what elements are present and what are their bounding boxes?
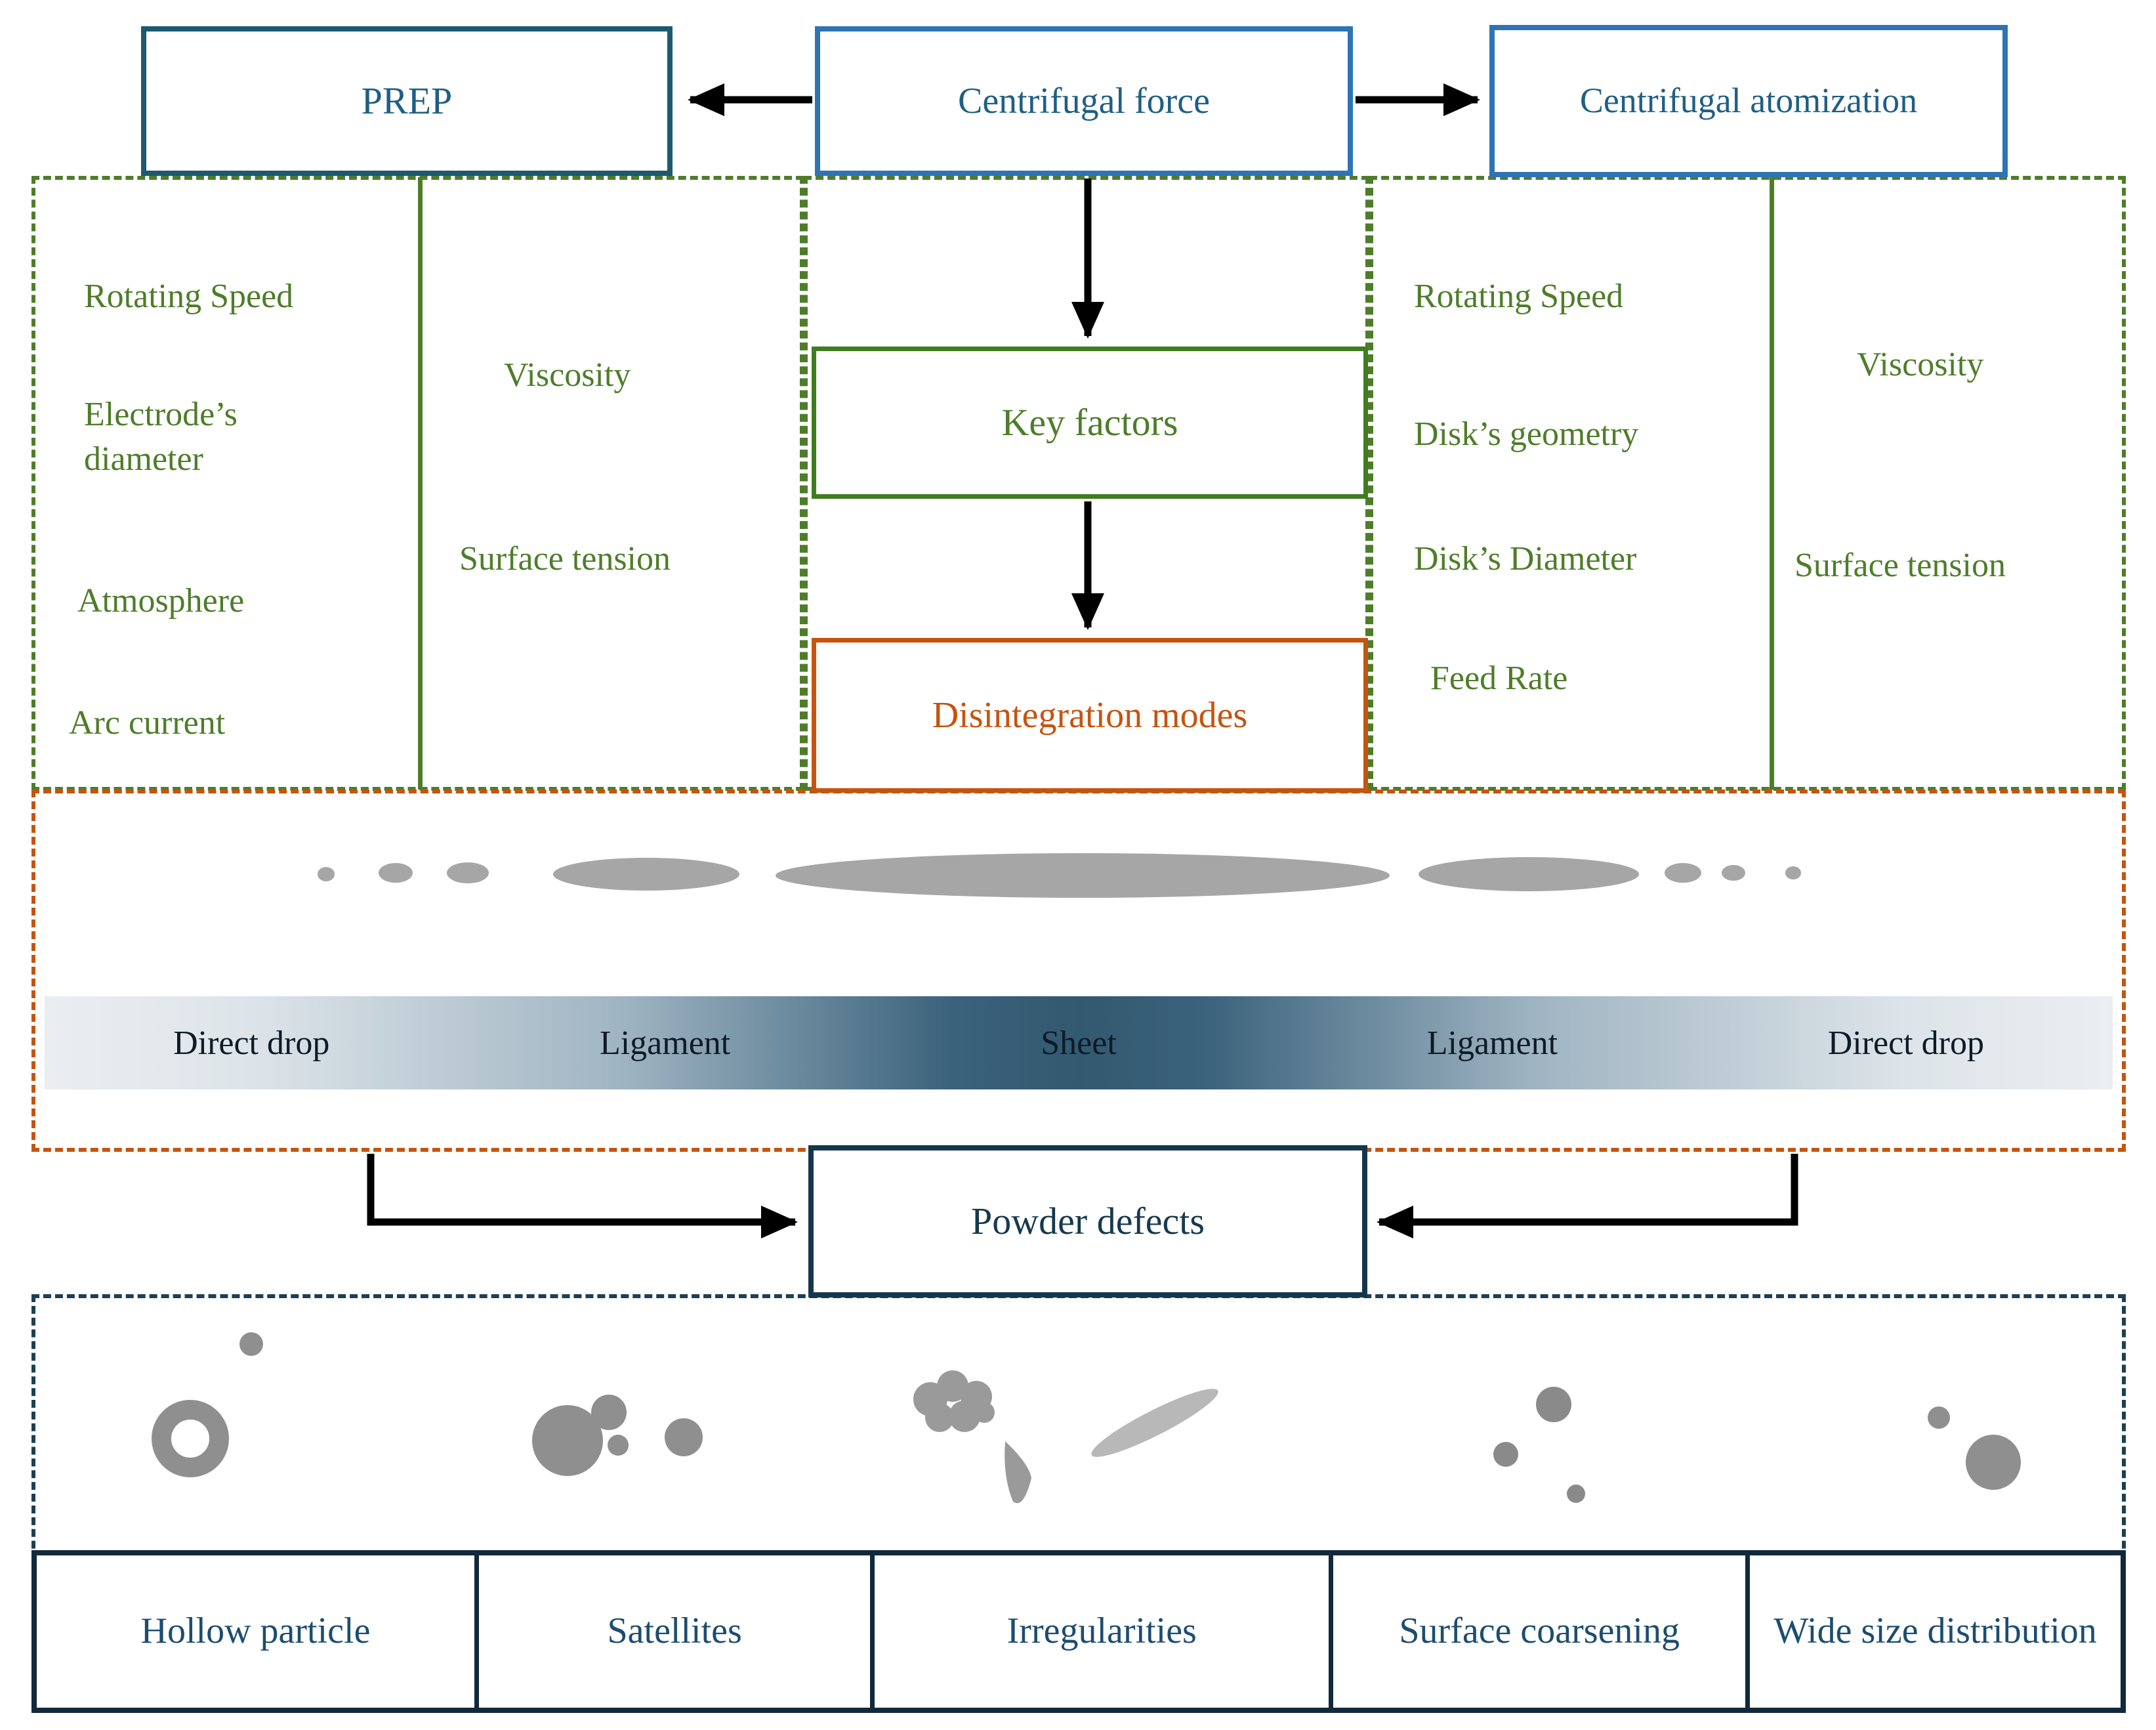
atomization-factors-divider-line [1770,177,1774,790]
factor-surface-tension-atomization: Surface tension [1794,547,2006,584]
mode-label-direct-drop-right: Direct drop [1827,1024,1984,1062]
prep-label: PREP [361,79,453,122]
factor-viscosity-prep: Viscosity [504,356,631,394]
disintegration-mode-bar: Direct drop Ligament Sheet Ligament Dire… [45,996,2113,1089]
key-factors-box: Key factors [812,347,1368,499]
defect-table: Hollow particle Satellites Irregularitie… [31,1550,2126,1713]
factor-feed-rate: Feed Rate [1430,660,1568,697]
factor-arc-current: Arc current [69,704,226,742]
factor-electrode-diameter: Electrode’s diameter [84,396,238,478]
centrifugal-force-label: Centrifugal force [957,81,1211,121]
factor-surface-tension-prep: Surface tension [459,540,671,578]
arrow-right-to-powder-defects [1377,1154,1798,1238]
prep-factors-frame [31,176,804,791]
prep-box: PREP [141,26,673,176]
mode-label-ligament-right: Ligament [1426,1024,1558,1062]
defect-cell-surface-coarsening: Surface coarsening [1329,1555,1745,1708]
defect-cell-hollow-particle: Hollow particle [140,1611,371,1652]
prep-factors-divider-line [418,177,423,790]
disintegration-modes-box: Disintegration modes [812,638,1368,793]
factor-rotating-speed-atomization: Rotating Speed [1414,278,1624,315]
defect-cell-wide-size: Wide size distribution [1745,1555,2121,1708]
powder-defects-box: Powder defects [808,1145,1367,1298]
arrow-left-to-powder-defects [367,1154,798,1238]
mode-label-ligament-left: Ligament [599,1024,731,1062]
factor-disk-geometry: Disk’s geometry [1414,415,1639,453]
factor-disk-diameter: Disk’s Diameter [1414,540,1637,578]
defect-cell-satellites: Satellites [474,1555,870,1708]
centrifugal-force-box: Centrifugal force [815,26,1353,176]
powder-defects-label: Powder defects [971,1199,1205,1242]
factor-rotating-speed-prep: Rotating Speed [84,278,294,315]
disintegration-region-frame [31,790,2126,1152]
centrifugal-atomization-box: Centrifugal atomization [1489,25,2008,177]
centrifugal-atomization-label: Centrifugal atomization [1579,81,1918,121]
key-factors-label: Key factors [1001,400,1178,444]
disintegration-modes-label: Disintegration modes [932,695,1248,736]
mode-label-sheet: Sheet [1041,1024,1117,1062]
factor-viscosity-atomization: Viscosity [1857,346,1984,383]
defect-cell-irregularities: Irregularities [870,1555,1329,1708]
factor-atmosphere: Atmosphere [77,582,245,620]
atomization-factors-frame [1369,176,2126,791]
mode-label-direct-drop-left: Direct drop [173,1024,330,1062]
